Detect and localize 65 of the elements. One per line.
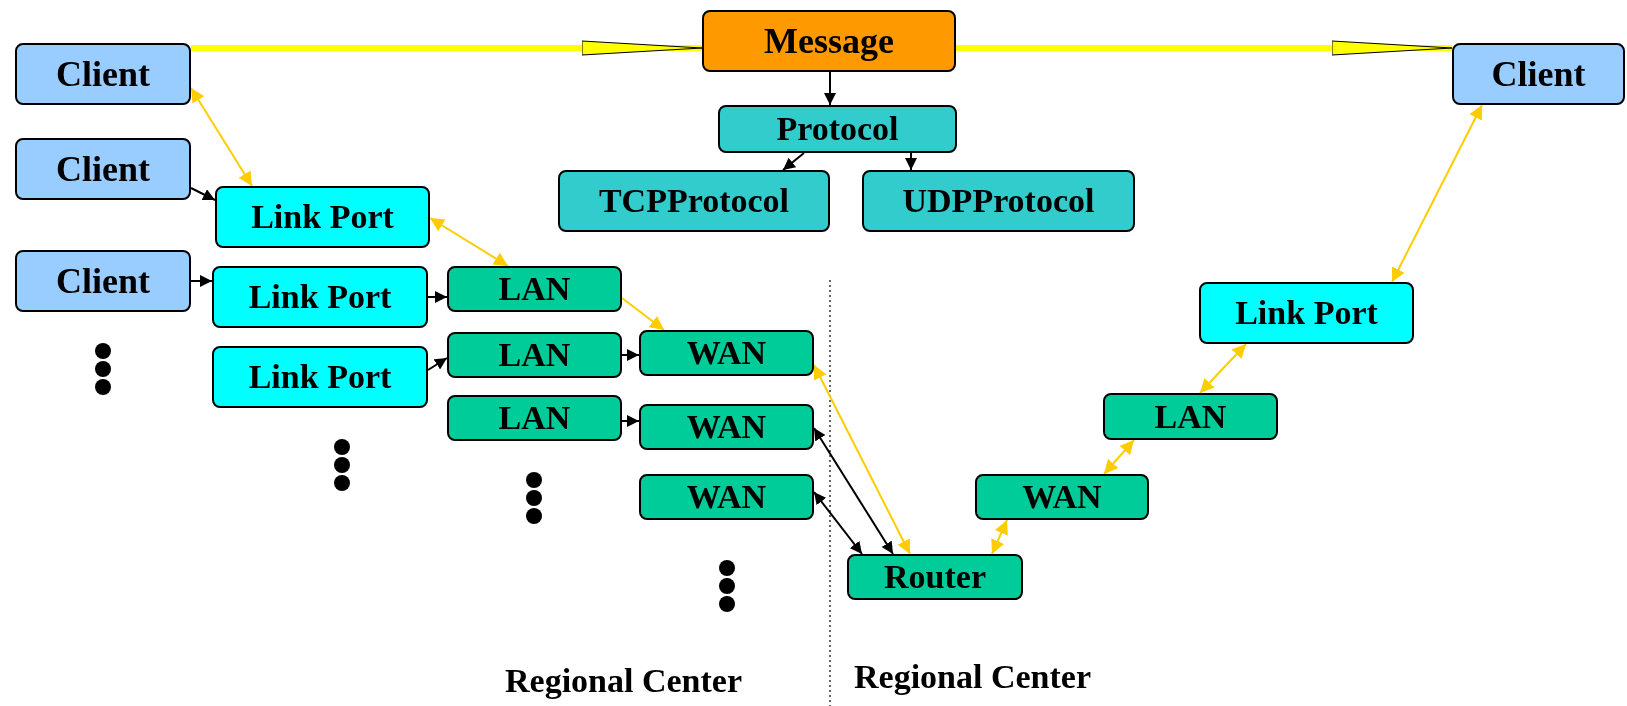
node-label: Protocol <box>776 112 899 146</box>
node-box <box>447 266 622 312</box>
arrow <box>782 152 805 171</box>
node-label: LAN <box>498 401 571 435</box>
node-box <box>15 250 191 312</box>
node-label: LAN <box>498 338 571 372</box>
node-box <box>215 186 430 248</box>
arrow <box>427 291 448 303</box>
node-box <box>702 10 956 72</box>
node-label: LAN <box>498 272 571 306</box>
node-label: WAN <box>686 410 767 444</box>
node-label: Link Port <box>251 200 394 234</box>
arrow <box>190 187 216 201</box>
node-box <box>639 330 814 376</box>
arrow <box>813 491 863 555</box>
arrow <box>1391 104 1483 283</box>
node-box <box>718 105 957 153</box>
node-label: WAN <box>1022 480 1102 514</box>
arrow <box>1199 343 1247 394</box>
node-label: LAN <box>1154 399 1227 434</box>
arrow <box>429 217 509 267</box>
node-box <box>639 474 814 520</box>
node-box <box>847 554 1023 600</box>
node-box <box>447 395 622 441</box>
node-box <box>1452 43 1625 105</box>
arrow <box>621 297 665 331</box>
node-label: Client <box>1491 56 1586 92</box>
node-box <box>1199 282 1414 344</box>
arrow <box>621 349 640 361</box>
arrow <box>190 275 213 287</box>
node-label: WAN <box>686 336 767 370</box>
node-label: Link Port <box>248 360 392 394</box>
arrow <box>905 152 917 171</box>
node-label: Router <box>884 560 986 594</box>
arrow <box>621 415 640 427</box>
region-label: Regional Center <box>505 664 742 698</box>
node-box <box>15 43 191 105</box>
node-label: Client <box>56 263 150 299</box>
arrow <box>190 87 253 187</box>
arrow <box>956 40 1453 56</box>
region-label: Regional Center <box>854 660 1091 694</box>
node-label: Message <box>764 23 894 59</box>
node-box <box>447 332 622 378</box>
node-label: UDPProtocol <box>902 184 1095 218</box>
arrow <box>813 427 894 555</box>
node-label: Link Port <box>248 280 392 314</box>
node-box <box>862 170 1135 232</box>
node-box <box>1103 393 1278 440</box>
node-box <box>639 404 814 450</box>
node-label: TCPProtocol <box>598 184 790 218</box>
node-box <box>15 138 191 200</box>
arrow <box>427 357 448 371</box>
arrow <box>1103 439 1135 475</box>
node-label: Link Port <box>1235 296 1378 330</box>
arrow <box>191 40 703 56</box>
node-box <box>975 474 1149 520</box>
node-label: Client <box>56 151 150 187</box>
node-box <box>558 170 830 232</box>
arrow <box>813 364 911 555</box>
node-label: WAN <box>686 480 767 514</box>
node-box <box>212 266 428 328</box>
arrow <box>824 71 836 106</box>
node-label: Client <box>56 56 150 92</box>
node-box <box>212 346 428 408</box>
arrow <box>991 519 1008 555</box>
